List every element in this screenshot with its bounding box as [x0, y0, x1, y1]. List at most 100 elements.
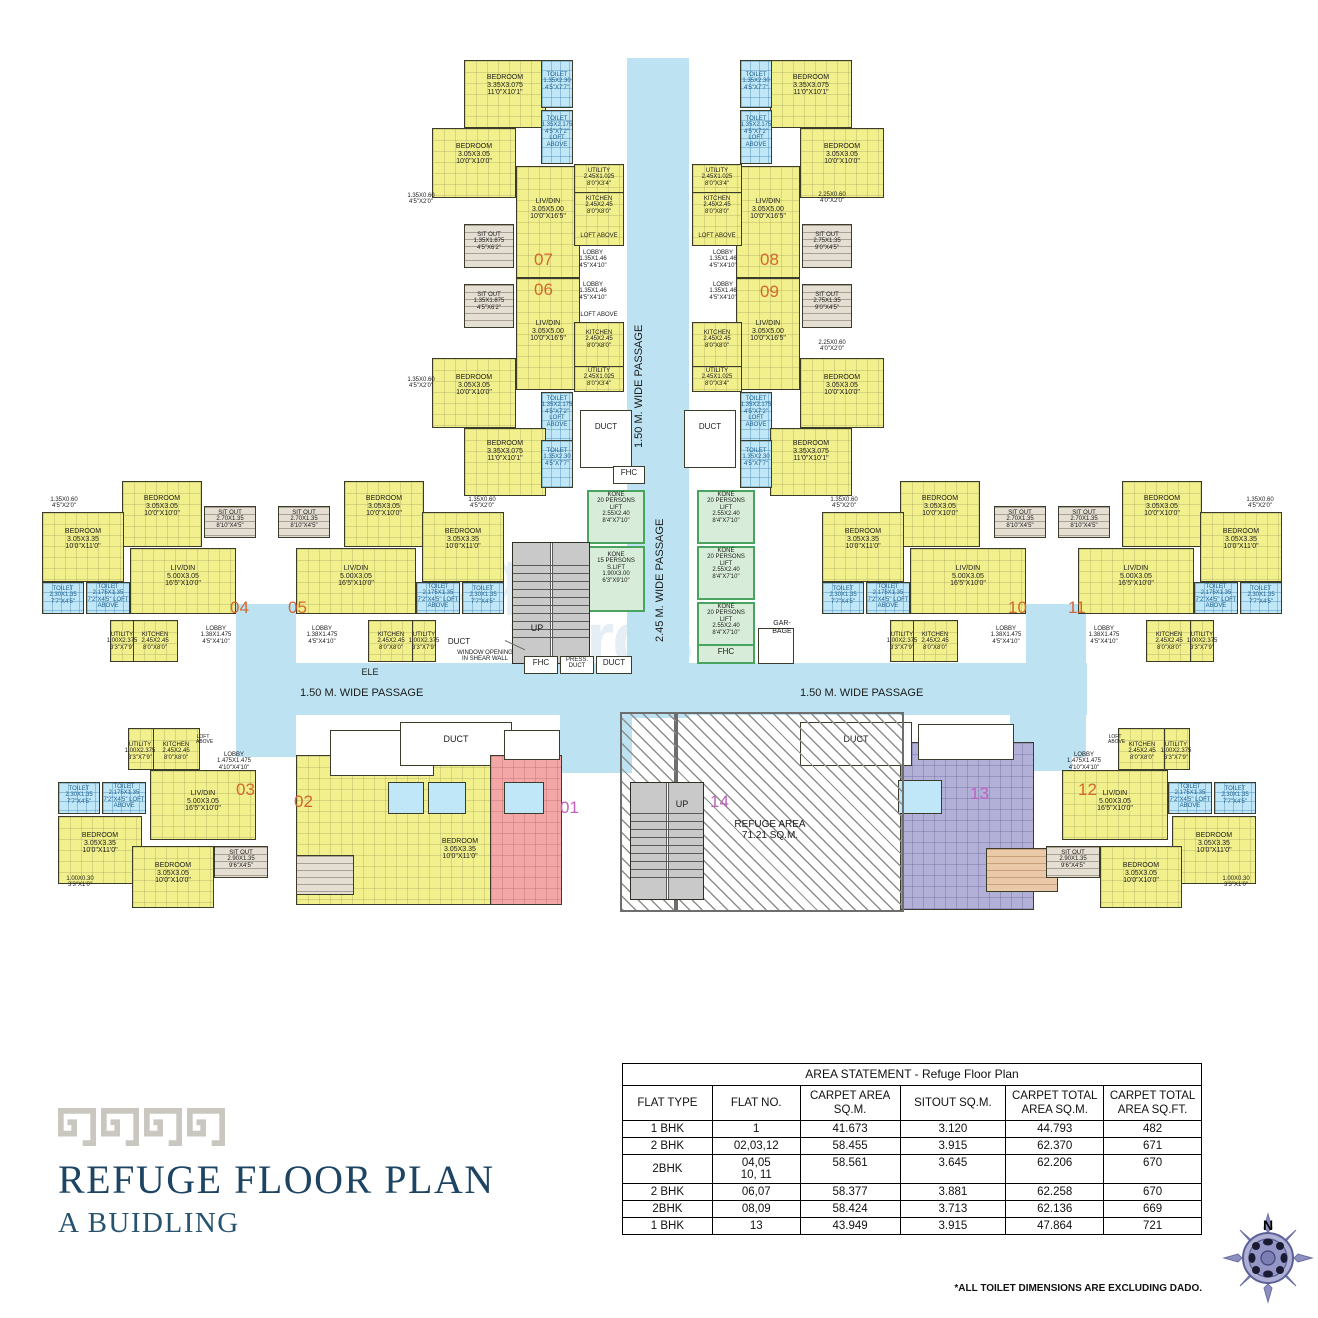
- compass-rose: N: [1222, 1212, 1314, 1304]
- flat-02-toilet-a: [388, 782, 424, 814]
- flat-number-05: 05: [288, 598, 307, 617]
- toilet-08-b: [740, 110, 772, 164]
- greek-key-glyph-icon: [187, 1108, 225, 1146]
- toilet-05-a: [462, 582, 504, 614]
- sitout-11: [1058, 506, 1110, 538]
- cell-sitout: 3.645: [899, 1153, 1007, 1184]
- compass-north-label: N: [1263, 1217, 1273, 1233]
- table-row: 1 BHK 1 41.673 3.120 44.793 482: [622, 1119, 1202, 1138]
- lobby-06: [572, 280, 614, 306]
- window-09: 2.25X0.60 4'0"X2'0": [818, 340, 846, 353]
- flat-number-08: 08: [760, 250, 779, 269]
- cell-flat-type: 2 BHK: [622, 1136, 713, 1155]
- sitout-07: [464, 224, 514, 268]
- greek-key-glyph-icon: [58, 1108, 96, 1146]
- column-header-flat-type: FLAT TYPE: [622, 1084, 713, 1121]
- page-title: REFUGE FLOOR PLAN: [58, 1157, 495, 1202]
- toilet-09-a: [740, 440, 772, 488]
- sitout-03: [214, 846, 268, 878]
- bedroom-08-b: [800, 128, 884, 198]
- cell-sitout: 3.881: [899, 1182, 1007, 1201]
- cell-flat-type: 1 BHK: [622, 1119, 713, 1138]
- flat-number-09: 09: [760, 282, 779, 301]
- utility-08: [692, 164, 742, 194]
- table-caption: AREA STATEMENT - Refuge Floor Plan: [622, 1063, 1202, 1086]
- cell-total-sqft: 671: [1103, 1136, 1202, 1155]
- cell-sitout: 3.915: [899, 1216, 1007, 1235]
- compass-icon: N: [1222, 1212, 1314, 1304]
- toilet-09-b: [740, 392, 772, 446]
- utility-05: [412, 620, 436, 662]
- cell-sitout: 3.713: [899, 1199, 1007, 1218]
- flat-01-kitchen-platform: [504, 730, 560, 760]
- fhc-left-core: [524, 656, 558, 674]
- lobby-04-label: LOBBY 1.38X1.475 4'5"X4'10": [200, 626, 232, 645]
- column-header-total-sqft: CARPET TOTAL AREA SQ.FT.: [1103, 1084, 1202, 1121]
- flat-number-11: 11: [1068, 598, 1086, 617]
- window-04: 1.35X0.60 4'5"X2'0": [50, 497, 78, 510]
- table-row: 2 BHK 06,07 58.377 3.881 62.258 670: [622, 1182, 1202, 1201]
- toilet-06-b: [541, 392, 573, 446]
- kitchen-08: [692, 192, 742, 246]
- bedroom-04-b: [42, 512, 124, 582]
- bedroom-06-a: [464, 428, 546, 496]
- cell-flat-type: 1 BHK: [622, 1216, 713, 1235]
- sitout-05: [278, 506, 330, 538]
- table-footnote: *ALL TOILET DIMENSIONS ARE EXCLUDING DAD…: [954, 1283, 1202, 1294]
- sitout-10: [994, 506, 1046, 538]
- lift-service: [587, 546, 645, 612]
- cell-carpet-area: 58.455: [799, 1136, 901, 1155]
- liv-din-05: [296, 548, 416, 614]
- toilet-10-b: [866, 582, 910, 614]
- cell-flat-no: 13: [711, 1216, 801, 1235]
- table-header-row: FLAT TYPE FLAT NO. CARPET AREA SQ.M. SIT…: [622, 1084, 1202, 1121]
- bedroom-03-b: [132, 846, 214, 908]
- utility-12: [1164, 728, 1190, 770]
- liv-din-03: [150, 770, 256, 840]
- table-row: 2BHK 04,05 10, 11 58.561 3.645 62.206 67…: [622, 1153, 1202, 1184]
- cell-flat-no: 02,03,12: [711, 1136, 801, 1155]
- bedroom-11-b: [1200, 512, 1282, 582]
- cell-carpet-area: 43.949: [799, 1216, 901, 1235]
- cell-sitout: 3.120: [899, 1119, 1007, 1138]
- cell-carpet-area: 58.424: [799, 1199, 901, 1218]
- liv-din-12: [1062, 770, 1168, 840]
- kitchen-07: [574, 192, 624, 246]
- flat-01-toilet: [504, 782, 544, 814]
- flat-number-07: 07: [534, 250, 553, 269]
- bedroom-08-a: [770, 60, 852, 128]
- liv-din-10: [910, 548, 1026, 614]
- passage-vertical: [627, 58, 689, 718]
- sitout-02: [296, 855, 354, 895]
- bedroom-06-b: [432, 358, 516, 428]
- column-header-total-sqm: CARPET TOTAL AREA SQ.M.: [1005, 1084, 1105, 1121]
- cell-flat-no: 08,09: [711, 1199, 801, 1218]
- cell-flat-no: 06,07: [711, 1182, 801, 1201]
- garbage-chute: [758, 628, 794, 664]
- utility-03: [128, 728, 154, 770]
- kitchen-11: [1146, 620, 1192, 662]
- flat-number-03: 03: [236, 780, 255, 799]
- sitout-08: [802, 224, 852, 268]
- passage-stub-right-upper: [1026, 604, 1086, 666]
- cell-flat-type: 2BHK: [622, 1199, 713, 1218]
- cell-carpet-area: 58.377: [799, 1182, 901, 1201]
- flat-number-06: 06: [534, 280, 553, 299]
- lobby-05-label: LOBBY 1.38X1.475 4'5"X4'10": [306, 626, 338, 645]
- lift-3: [697, 546, 755, 600]
- cell-total-sqft: 670: [1103, 1153, 1202, 1184]
- cell-flat-no: 1: [711, 1119, 801, 1138]
- liv-din-09: [736, 278, 800, 390]
- table-row: 2 BHK 02,03,12 58.455 3.915 62.370 671: [622, 1136, 1202, 1155]
- kitchen-12: [1118, 728, 1166, 770]
- greek-key-glyph-icon: [101, 1108, 139, 1146]
- page-subtitle: A BUIDLING: [58, 1207, 240, 1239]
- cell-flat-no: 04,05 10, 11: [711, 1153, 801, 1184]
- kitchen-09: [692, 322, 742, 368]
- lift-2: [697, 490, 755, 544]
- toilet-08-a: [740, 60, 772, 108]
- passage-horizontal-right: [687, 663, 1087, 715]
- flat-13-toilet: [898, 780, 942, 814]
- cell-flat-type: 2BHK: [622, 1153, 713, 1184]
